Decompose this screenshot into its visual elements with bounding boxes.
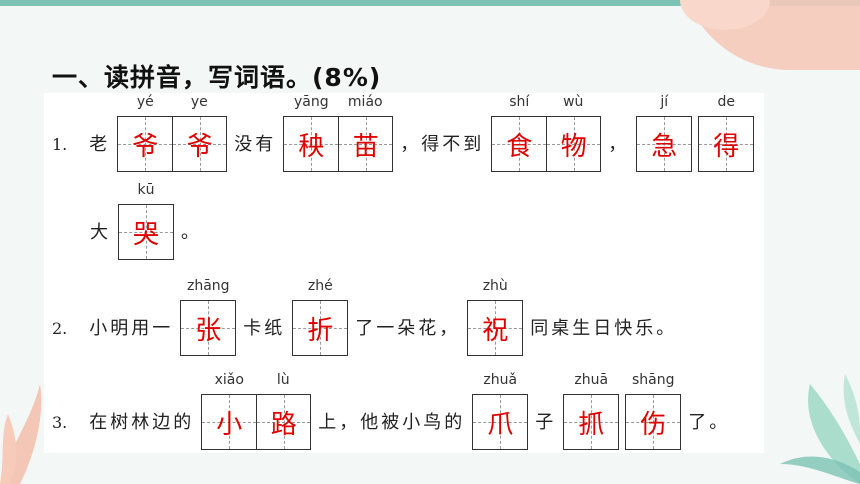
pinyin: de <box>717 94 736 110</box>
answer-group: jí 急 <box>636 94 693 172</box>
question-row-1-continued: 大 kū 哭 。 <box>86 182 206 260</box>
pinyin: zhuā <box>574 372 609 388</box>
answer-group: yé ye 爷 爷 <box>117 94 228 172</box>
pinyin: xiǎo <box>214 372 244 388</box>
pinyin: ye <box>190 94 208 110</box>
answer-group: yāng miáo 秧 苗 <box>283 94 394 172</box>
pinyin: shāng <box>632 372 675 388</box>
sentence-text: 在树林边的 <box>89 412 195 433</box>
sentence-text: 没有 <box>234 134 277 155</box>
answer-cell[interactable]: 苗 <box>338 117 393 171</box>
sentence-text: 小明用一 <box>89 318 174 339</box>
worksheet-panel <box>44 93 764 453</box>
answer-cell[interactable]: 祝 <box>468 301 523 355</box>
answer-group: zhé 折 <box>292 278 349 356</box>
answer-group: de 得 <box>698 94 755 172</box>
question-number: 2. <box>52 319 68 338</box>
question-number: 1. <box>52 135 68 154</box>
pinyin: zhuǎ <box>483 372 518 388</box>
pinyin: lù <box>276 372 290 388</box>
sentence-text: ， <box>608 134 630 155</box>
answer-group: zhuǎ 爪 <box>472 372 529 450</box>
pinyin: yāng <box>293 94 329 110</box>
answer-cell[interactable]: 小 <box>202 395 257 449</box>
pinyin: zhāng <box>186 278 230 294</box>
answer-cell[interactable]: 张 <box>181 301 236 355</box>
sentence-text: 大 <box>90 222 111 243</box>
question-row-1: 1. 老 yé ye 爷 爷 没有 yāng miáo 秧 苗 ，得不到 shí… <box>52 94 757 172</box>
answer-cell[interactable]: 伤 <box>626 395 681 449</box>
sentence-text: 。 <box>181 222 202 243</box>
answer-cell[interactable]: 路 <box>256 395 311 449</box>
sentence-text: ，得不到 <box>400 134 485 155</box>
answer-group: zhuā 抓 <box>563 372 620 450</box>
answer-cell[interactable]: 爪 <box>473 395 528 449</box>
answer-cell[interactable]: 爷 <box>172 117 227 171</box>
answer-cell[interactable]: 食 <box>492 117 547 171</box>
sentence-text: 卡纸 <box>243 318 286 339</box>
answer-group: zhù 祝 <box>467 278 524 356</box>
question-row-2: 2. 小明用一 zhāng 张 卡纸 zhé 折 了一朵花， zhù 祝 同桌生… <box>52 278 681 356</box>
leaf-decoration-icon <box>780 374 860 484</box>
sentence-text: 上，他被小鸟的 <box>318 412 466 433</box>
answer-group: zhāng 张 <box>180 278 237 356</box>
sentence-text: 同桌生日快乐。 <box>530 318 678 339</box>
answer-cell[interactable]: 爷 <box>118 117 173 171</box>
answer-cell[interactable]: 哭 <box>119 205 173 259</box>
exercise-heading: 一、读拼音，写词语。(8%) <box>52 63 382 92</box>
answer-group: kū 哭 <box>118 182 174 260</box>
question-number: 3. <box>52 413 68 432</box>
leaf-decoration-icon <box>0 384 42 484</box>
pinyin: yé <box>136 94 154 110</box>
pinyin: wù <box>563 94 584 110</box>
pinyin: shí <box>509 94 530 110</box>
answer-group: shí wù 食 物 <box>491 94 602 172</box>
answer-cell[interactable]: 抓 <box>564 395 619 449</box>
pinyin: jí <box>660 94 669 110</box>
answer-cell[interactable]: 秧 <box>284 117 339 171</box>
answer-group: xiǎo lù 小 路 <box>201 372 312 450</box>
answer-cell[interactable]: 折 <box>293 301 348 355</box>
answer-cell[interactable]: 得 <box>699 117 754 171</box>
sentence-text: 子 <box>535 412 557 433</box>
pinyin: miáo <box>347 94 383 110</box>
pinyin: zhù <box>482 278 508 294</box>
sentence-text: 了。 <box>688 412 731 433</box>
question-row-3: 3. 在树林边的 xiǎo lù 小 路 上，他被小鸟的 zhuǎ 爪 子 zh… <box>52 372 734 450</box>
sentence-text: 老 <box>89 134 111 155</box>
answer-cell[interactable]: 急 <box>637 117 692 171</box>
sentence-text: 了一朵花， <box>355 318 461 339</box>
pinyin: zhé <box>307 278 333 294</box>
answer-cell[interactable]: 物 <box>546 117 601 171</box>
pinyin: kū <box>137 182 155 198</box>
answer-group: shāng 伤 <box>625 372 682 450</box>
top-accent-bar <box>0 0 860 6</box>
